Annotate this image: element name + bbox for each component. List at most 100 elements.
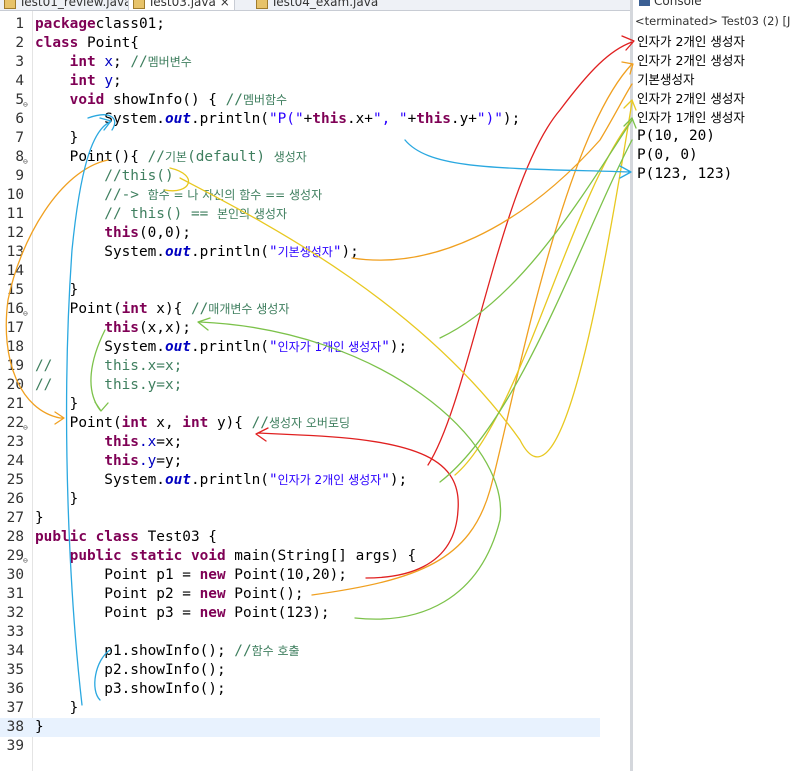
code-line[interactable]: 3 int x; //멤버변수 xyxy=(0,53,600,72)
code-line[interactable]: 6 System.out.println("P("+this.x+", "+th… xyxy=(0,110,600,129)
line-number: 35 xyxy=(6,662,24,678)
code-token: Point p2 = xyxy=(35,586,200,602)
code-text: int y; xyxy=(35,72,122,91)
code-line[interactable]: 5⊖ void showInfo() { //멤버함수 xyxy=(0,91,600,110)
code-line[interactable]: 12 this(0,0); xyxy=(0,224,600,243)
code-line[interactable]: 13 System.out.println("기본생성자"); xyxy=(0,243,600,262)
code-token: .println( xyxy=(190,472,269,488)
code-token: " xyxy=(268,339,278,355)
code-token: out xyxy=(164,244,191,260)
code-line[interactable]: 39 xyxy=(0,737,600,756)
code-token: this xyxy=(104,320,139,336)
code-line[interactable]: 36 p3.showInfo(); xyxy=(0,680,600,699)
code-line[interactable]: 4 int y; xyxy=(0,72,600,91)
close-tab-icon[interactable]: × xyxy=(219,0,230,9)
code-token: main(String[] args) { xyxy=(225,548,417,564)
console-output-line: P(123, 123) xyxy=(637,166,733,182)
code-token: out xyxy=(164,111,191,127)
code-line[interactable]: 34 p1.showInfo(); //함수 호출 xyxy=(0,642,600,661)
code-token: //-> xyxy=(35,187,148,203)
fold-toggle-icon[interactable]: ⊖ xyxy=(23,556,28,565)
code-line[interactable]: 24 this.y=y; xyxy=(0,452,600,471)
code-text: Point(int x){ //매개변수 생성자 xyxy=(35,300,290,319)
code-token: // xyxy=(234,643,252,659)
code-line[interactable]: 14 xyxy=(0,262,600,281)
code-token xyxy=(35,320,104,336)
code-token: Point(){ xyxy=(35,149,148,165)
line-number: 29 xyxy=(6,548,24,564)
code-token: 본인의 생성자 xyxy=(216,207,288,221)
code-token: .y xyxy=(138,453,157,469)
console-output-line: 인자가 1개인 생성자 xyxy=(637,110,745,125)
code-line[interactable]: 17 this(x,x); xyxy=(0,319,600,338)
code-text: Point p1 = new Point(10,20); xyxy=(35,566,347,585)
code-line[interactable]: 27} xyxy=(0,509,600,528)
code-token: 생성자 xyxy=(273,150,307,164)
code-line[interactable]: 30 Point p1 = new Point(10,20); xyxy=(0,566,600,585)
code-line[interactable]: 22⊖ Point(int x, int y){ //생성자 오버로딩 xyxy=(0,414,600,433)
tab-test03[interactable]: Test03.java × xyxy=(128,0,235,10)
code-text: System.out.println("기본생성자"); xyxy=(35,243,359,262)
code-line[interactable]: 16⊖ Point(int x){ //매개변수 생성자 xyxy=(0,300,600,319)
code-line[interactable]: 11 // this() == 본인의 생성자 xyxy=(0,205,600,224)
code-line[interactable]: 20 // this.y=x; xyxy=(0,376,600,395)
code-line[interactable]: 23 this.x=x; xyxy=(0,433,600,452)
code-line[interactable]: 7 } xyxy=(0,129,600,148)
code-line[interactable]: 26 } xyxy=(0,490,600,509)
code-token: ; xyxy=(112,54,131,70)
code-token: // xyxy=(225,92,243,108)
code-token: p3.showInfo(); xyxy=(35,681,226,697)
code-line[interactable]: 19// this.x=x; xyxy=(0,357,600,376)
line-number: 24 xyxy=(6,453,24,469)
line-number: 34 xyxy=(6,643,24,659)
fold-toggle-icon[interactable]: ⊖ xyxy=(23,100,28,109)
code-line[interactable]: 15 } xyxy=(0,281,600,300)
console-tab[interactable]: Console xyxy=(633,0,791,8)
code-line[interactable]: 18 System.out.println("인자가 1개인 생성자"); xyxy=(0,338,600,357)
tab-test01-review[interactable]: Test01_review.java xyxy=(4,0,131,10)
code-token: 멤버변수 xyxy=(147,55,192,69)
code-line[interactable]: 8⊖ Point(){ //기본(default) 생성자 xyxy=(0,148,600,167)
code-token: showInfo() { xyxy=(104,92,226,108)
code-line[interactable]: 32 Point p3 = new Point(123); xyxy=(0,604,600,623)
code-token: x xyxy=(95,54,113,70)
code-line[interactable]: 25 System.out.println("인자가 2개인 생성자"); xyxy=(0,471,600,490)
code-token: new xyxy=(199,605,226,621)
console-icon xyxy=(639,0,650,6)
code-token: // this() == xyxy=(35,206,217,222)
code-line[interactable]: 33 xyxy=(0,623,600,642)
code-token: .x+ xyxy=(346,111,373,127)
code-token: System. xyxy=(35,472,165,488)
line-number: 21 xyxy=(6,396,24,412)
code-line[interactable]: 37 } xyxy=(0,699,600,718)
code-text: // this.y=x; xyxy=(35,376,182,395)
code-token: .y+ xyxy=(450,111,477,127)
code-token: new xyxy=(199,567,226,583)
code-token: void xyxy=(69,92,105,108)
code-line[interactable]: 35 p2.showInfo(); xyxy=(0,661,600,680)
code-line[interactable]: 31 Point p2 = new Point(); xyxy=(0,585,600,604)
code-line[interactable]: 38} xyxy=(0,718,600,737)
code-token: p2.showInfo(); xyxy=(35,662,226,678)
code-line[interactable]: 9 //this() xyxy=(0,167,600,186)
line-number: 27 xyxy=(6,510,24,526)
code-token: " xyxy=(332,244,342,260)
code-token: .println( xyxy=(190,244,269,260)
code-line[interactable]: 10 //-> 함수 = 나 자신의 함수 == 생성자 xyxy=(0,186,600,205)
code-line[interactable]: 21 } xyxy=(0,395,600,414)
code-token: } xyxy=(35,396,79,412)
code-line[interactable]: 29⊖ public static void main(String[] arg… xyxy=(0,547,600,566)
line-number: 20 xyxy=(6,377,24,393)
code-token: Point(); xyxy=(225,586,304,602)
code-token: this xyxy=(104,225,139,241)
fold-toggle-icon[interactable]: ⊖ xyxy=(23,423,28,432)
line-number: 7 xyxy=(15,130,24,146)
code-token: y xyxy=(95,73,113,89)
tab-test04-exam[interactable]: Test04_exam.java xyxy=(256,0,378,10)
line-number: 22 xyxy=(6,415,24,431)
code-token: Point p1 = xyxy=(35,567,200,583)
